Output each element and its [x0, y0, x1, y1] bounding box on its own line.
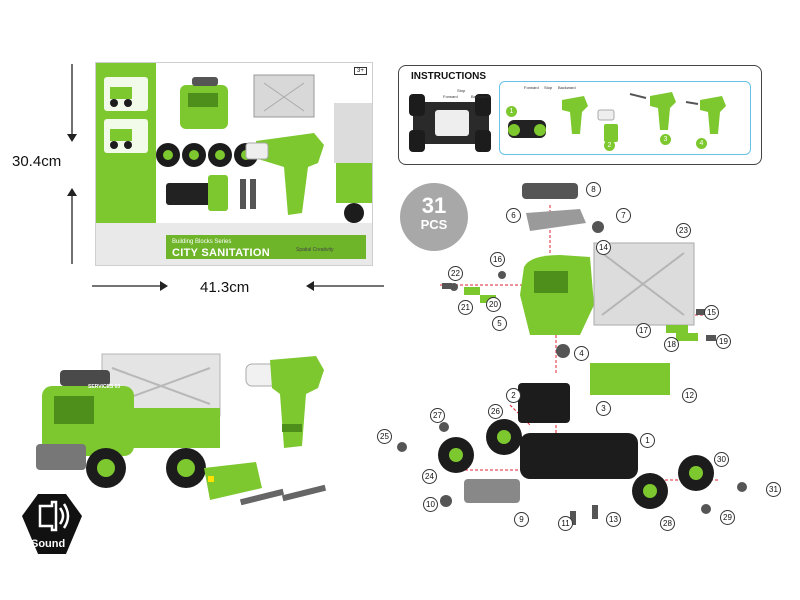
part-callout-21: 21 [458, 300, 473, 315]
piece-count-unit: PCS [420, 217, 448, 232]
part-callout-23: 23 [676, 223, 691, 238]
chassis-illustration [409, 94, 491, 152]
part-callout-15: 15 [704, 305, 719, 320]
box-title: CITY SANITATION [172, 247, 270, 259]
width-dimension-arrows [92, 281, 384, 291]
instructions-title: INSTRUCTIONS [411, 71, 486, 82]
part-callout-9: 9 [514, 512, 529, 527]
part-callout-2: 2 [506, 388, 521, 403]
part-callout-8: 8 [586, 182, 601, 197]
part-callout-17: 17 [636, 323, 651, 338]
switch-label-forward: Forward [443, 94, 458, 99]
part-callout-30: 30 [714, 452, 729, 467]
assembly-steps-illustration [508, 92, 726, 142]
part-callout-7: 7 [616, 208, 631, 223]
part-callout-13: 13 [606, 512, 621, 527]
age-badge: 3+ [354, 67, 367, 75]
step-2-badge: 2 [604, 140, 615, 151]
part-callout-22: 22 [448, 266, 463, 281]
part-callout-16: 16 [490, 252, 505, 267]
box-title-banner [166, 235, 366, 259]
part-callout-3: 3 [596, 401, 611, 416]
part-callout-1: 1 [640, 433, 655, 448]
switch-label-backward: Backward [471, 94, 489, 99]
drill-illustration [245, 356, 324, 448]
box-subtitle: Spatial Creativity [296, 247, 334, 253]
part-callout-25: 25 [377, 429, 392, 444]
part-callout-10: 10 [423, 497, 438, 512]
part-callout-19: 19 [716, 334, 731, 349]
step-switch-backward: Backward [558, 85, 576, 90]
part-callout-26: 26 [488, 404, 503, 419]
part-callout-29: 29 [720, 510, 735, 525]
part-callout-5: 5 [492, 316, 507, 331]
part-callout-31: 31 [766, 482, 781, 497]
part-callout-11: 11 [558, 516, 573, 531]
package-box: Building Blocks Series CITY SANITATION S… [95, 62, 373, 266]
instructions-panel: INSTRUCTIONS Forward Stop Backward Forwa… [398, 65, 762, 165]
height-dimension-label: 30.4cm [12, 153, 62, 170]
part-callout-4: 4 [574, 346, 589, 361]
step-1-badge: 1 [506, 106, 517, 117]
assembled-truck-illustration [36, 353, 221, 488]
exploded-parts-diagram [397, 183, 747, 525]
part-callout-12: 12 [682, 388, 697, 403]
sound-badge-label: Sound [31, 538, 66, 550]
piece-count-number: 31 [421, 193, 447, 218]
box-series-text: Building Blocks Series [172, 239, 232, 245]
part-callout-14: 14 [596, 240, 611, 255]
piece-count-badge: 31 PCS [400, 183, 468, 251]
step-switch-forward: Forward [524, 85, 539, 90]
step-4-badge: 4 [696, 138, 707, 149]
width-dimension-label: 41.3cm [200, 279, 250, 296]
part-callout-6: 6 [506, 208, 521, 223]
part-callout-24: 24 [422, 469, 437, 484]
height-dimension-arrows [67, 64, 77, 264]
part-callout-18: 18 [664, 337, 679, 352]
truck-door-text: SERVICES 03 [88, 384, 121, 390]
sound-badge-icon [22, 494, 82, 554]
box-contents-illustration [104, 74, 372, 223]
instructions-steps-box: Forward Stop Backward 1 2 3 4 [499, 81, 751, 155]
part-callout-27: 27 [430, 408, 445, 423]
step-3-badge: 3 [660, 134, 671, 145]
part-callout-20: 20 [486, 297, 501, 312]
battery-and-bits-illustration [204, 462, 327, 506]
switch-label-stop: Stop [457, 88, 466, 93]
step-switch-stop: Stop [544, 85, 553, 90]
part-callout-28: 28 [660, 516, 675, 531]
